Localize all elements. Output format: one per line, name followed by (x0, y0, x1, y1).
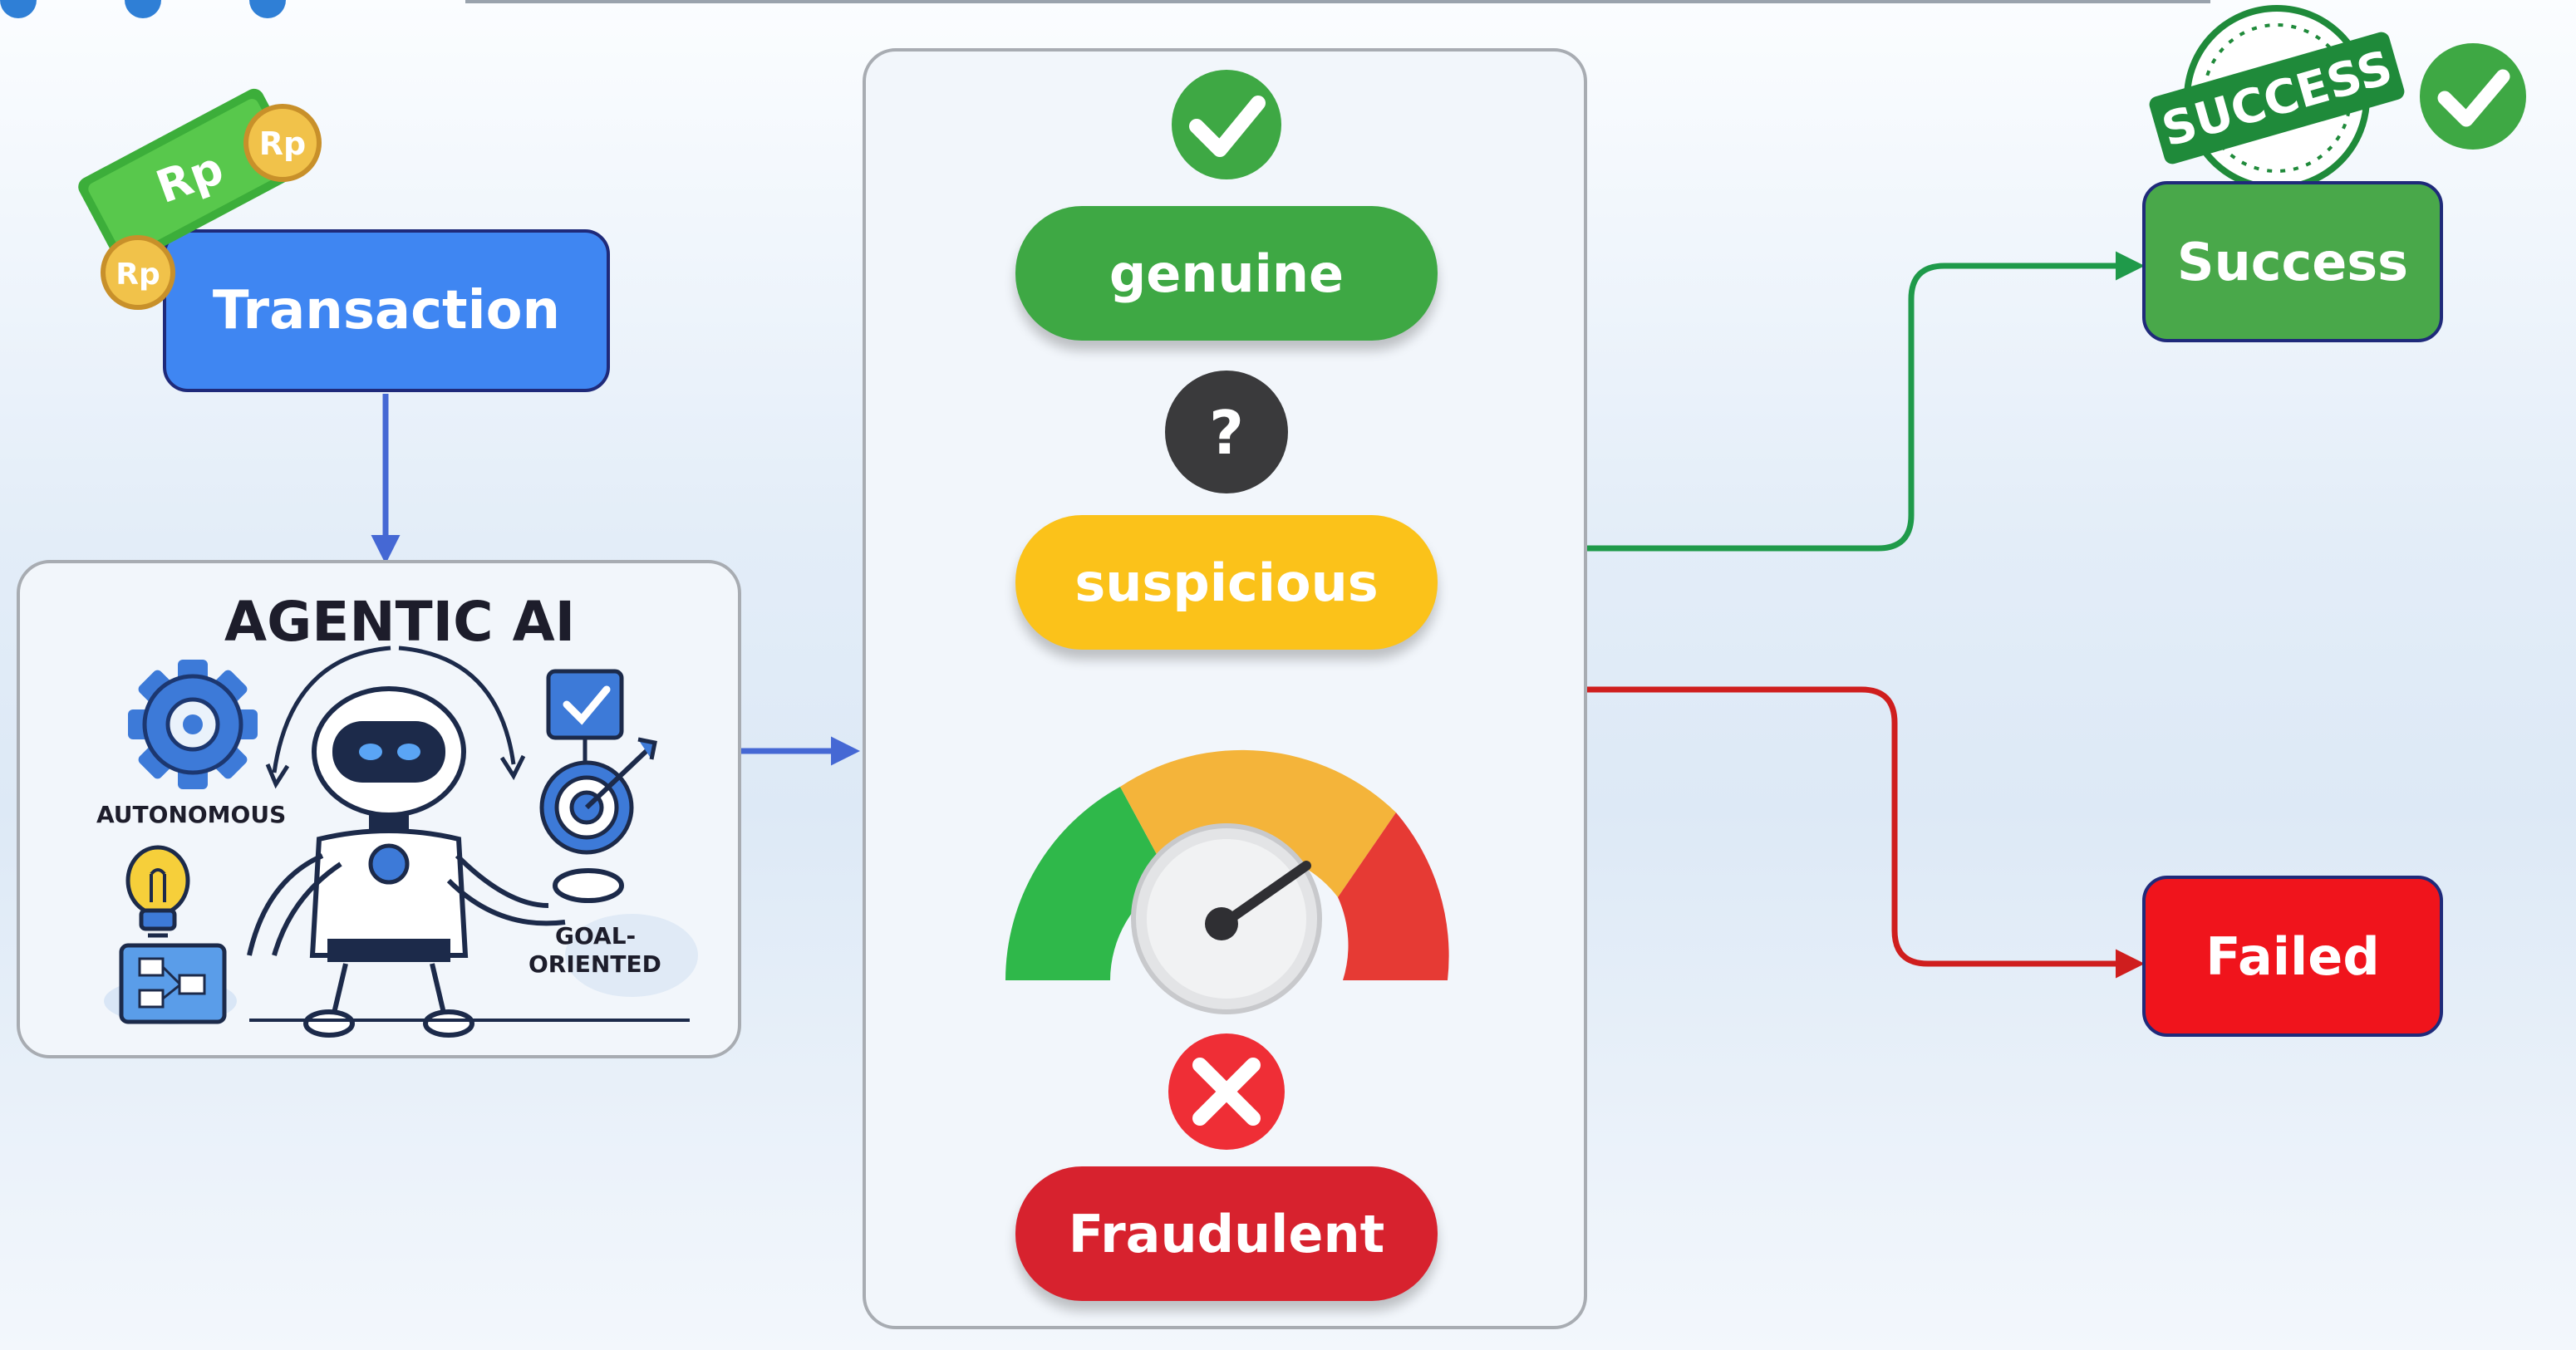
suspicious-label: suspicious (1074, 552, 1379, 613)
arrow-to-success (1587, 251, 2145, 552)
agentic-ai-title: AGENTIC AI (224, 590, 576, 654)
target-icon (539, 737, 657, 855)
flowchart-icon (104, 943, 237, 1024)
top-dot (125, 0, 161, 18)
robot-icon (247, 686, 624, 1038)
top-divider (465, 0, 2210, 3)
success-label: Success (2176, 231, 2409, 292)
arrow-to-failed (1587, 686, 2145, 979)
coin-label-2: Rp (116, 258, 160, 292)
suspicious-pill: suspicious (1015, 515, 1438, 650)
question-mark: ? (1209, 398, 1244, 468)
x-circle-icon (1168, 1033, 1285, 1150)
check-circle-icon (1172, 70, 1281, 179)
goal-label-line1: GOAL- (555, 922, 637, 950)
question-circle-icon: ? (1165, 371, 1288, 493)
fraudulent-pill: Fraudulent (1015, 1166, 1438, 1301)
lightbulb-icon (125, 845, 190, 938)
top-dot (249, 0, 286, 18)
coin-label-1: Rp (259, 125, 306, 162)
gear-icon (128, 660, 258, 789)
top-dot (0, 0, 37, 18)
genuine-label: genuine (1109, 243, 1345, 304)
transaction-node: Transaction (163, 229, 610, 392)
checkbox-icon (546, 669, 624, 764)
autonomous-label: AUTONOMOUS (96, 801, 287, 828)
failed-node: Failed (2142, 876, 2443, 1037)
success-node: Success (2142, 181, 2443, 342)
fraudulent-label: Fraudulent (1068, 1203, 1385, 1264)
genuine-pill: genuine (1015, 206, 1438, 341)
goal-label-line2: ORIENTED (528, 950, 661, 978)
success-check-icon (2420, 43, 2526, 150)
failed-label: Failed (2205, 925, 2380, 987)
gauge-icon (1005, 749, 1449, 1014)
transaction-label: Transaction (212, 280, 561, 341)
